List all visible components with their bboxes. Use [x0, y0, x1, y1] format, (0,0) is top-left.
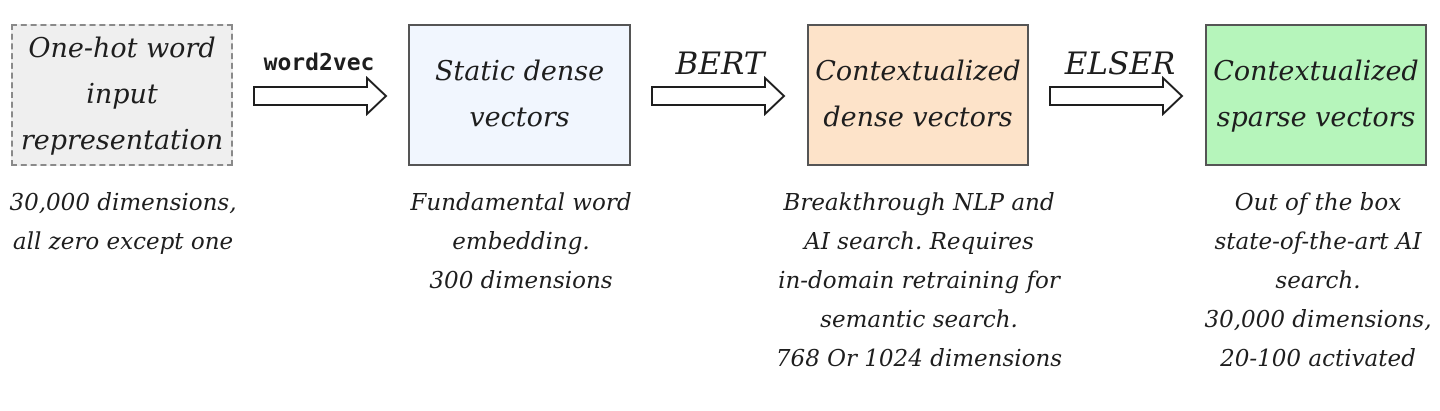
- stage-caption-contextualized-dense: Breakthrough NLP and AI search. Requires…: [775, 190, 1063, 372]
- stage-box-contextualized-dense: Contextualized dense vectors: [807, 24, 1029, 166]
- stage-box-contextualized-sparse: Contextualized sparse vectors: [1205, 24, 1427, 166]
- stage-caption-contextualized-sparse: Out of the box state-of-the-art AI searc…: [1204, 190, 1432, 372]
- stage-caption-one-hot: 30,000 dimensions, all zero except one: [9, 190, 237, 255]
- arrow-right-icon: [651, 76, 786, 116]
- stage-caption-static-dense: Fundamental word embedding. 300 dimensio…: [410, 190, 632, 294]
- arrow-right-icon: [1049, 76, 1184, 116]
- stage-box-one-hot: One-hot word input representation: [11, 24, 233, 166]
- arrow-right-icon: [253, 76, 388, 116]
- stage-box-static-dense: Static dense vectors: [408, 24, 631, 166]
- transition-label-bert: BERT: [675, 46, 765, 82]
- transition-label-elser: ELSER: [1064, 46, 1176, 82]
- transition-label-word2vec: word2vec: [263, 50, 375, 76]
